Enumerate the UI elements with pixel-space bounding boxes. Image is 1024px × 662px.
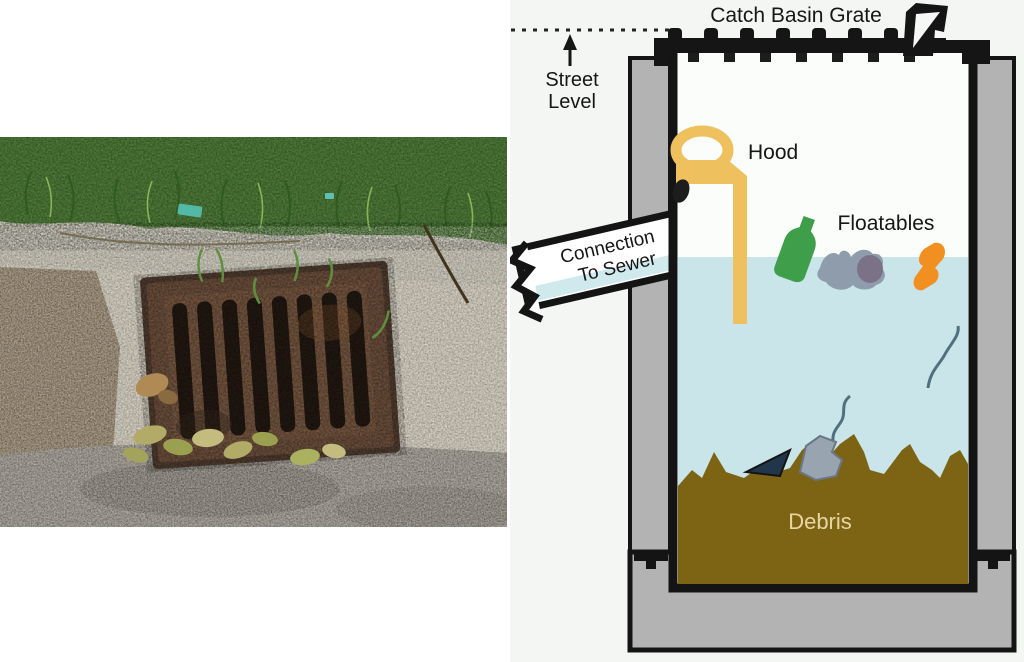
diagram-left-wall: [628, 56, 672, 565]
grate-teeth: [668, 28, 898, 41]
floatables-label: Floatables: [838, 212, 935, 235]
diagram-right-wall: [970, 56, 1016, 565]
grate-tabs: [688, 53, 915, 62]
photo-grass-texture: [0, 137, 507, 245]
photo-tan-leaf: [135, 373, 169, 397]
water-squiggle-right: [926, 325, 960, 389]
water-squiggle-left: [831, 394, 852, 447]
left-wall-notch: [634, 552, 668, 569]
hood-baffle: [733, 182, 747, 324]
street-level-arrowhead: [563, 34, 577, 50]
grate-right-step: [962, 40, 990, 64]
sunken-triangle: [742, 447, 792, 478]
debris-label: Debris: [788, 509, 852, 534]
street-level-label-line1: Street: [545, 69, 599, 91]
photo-grass-blades: [24, 170, 493, 240]
floating-rag-fold: [857, 255, 883, 283]
catch-basin-photo: [0, 137, 507, 527]
grate-assembly: [654, 3, 990, 66]
pipe-mouth: [672, 179, 690, 203]
photo-twig: [59, 232, 301, 246]
floating-peel: [913, 242, 945, 291]
connection-pipe: Connection To Sewer: [510, 204, 711, 323]
photo-stick: [422, 224, 470, 304]
photo-tan-leaf-2: [158, 389, 178, 405]
photo-grass-highlights: [45, 176, 474, 238]
sunken-paper: [798, 434, 844, 482]
connection-pipe-water: [529, 248, 701, 302]
curb-inlet-hook-opening: [913, 12, 940, 48]
hood-shape: [670, 125, 747, 324]
photo-teal-litter: [177, 203, 203, 218]
catch-basin-diagram: Connection To Sewer: [510, 0, 1024, 662]
right-wall-notch: [976, 552, 1010, 569]
photo-grate-weeds: [197, 247, 390, 339]
hood-label: Hood: [748, 141, 798, 164]
connection-pipe-break: [510, 240, 544, 323]
street-level-label-line2: Level: [548, 91, 596, 113]
diagram-title: Catch Basin Grate: [710, 4, 882, 27]
hood-ring: [670, 125, 734, 175]
diagram-debris: [678, 434, 968, 584]
grate-bar: [654, 38, 946, 53]
photo-leaves: [123, 425, 346, 466]
photo-teal-litter-2: [325, 193, 334, 199]
floating-bottle: [774, 215, 816, 283]
grate-left-step: [654, 38, 670, 66]
photo-grate: [140, 247, 401, 470]
photo-grate-texture: [146, 266, 395, 464]
